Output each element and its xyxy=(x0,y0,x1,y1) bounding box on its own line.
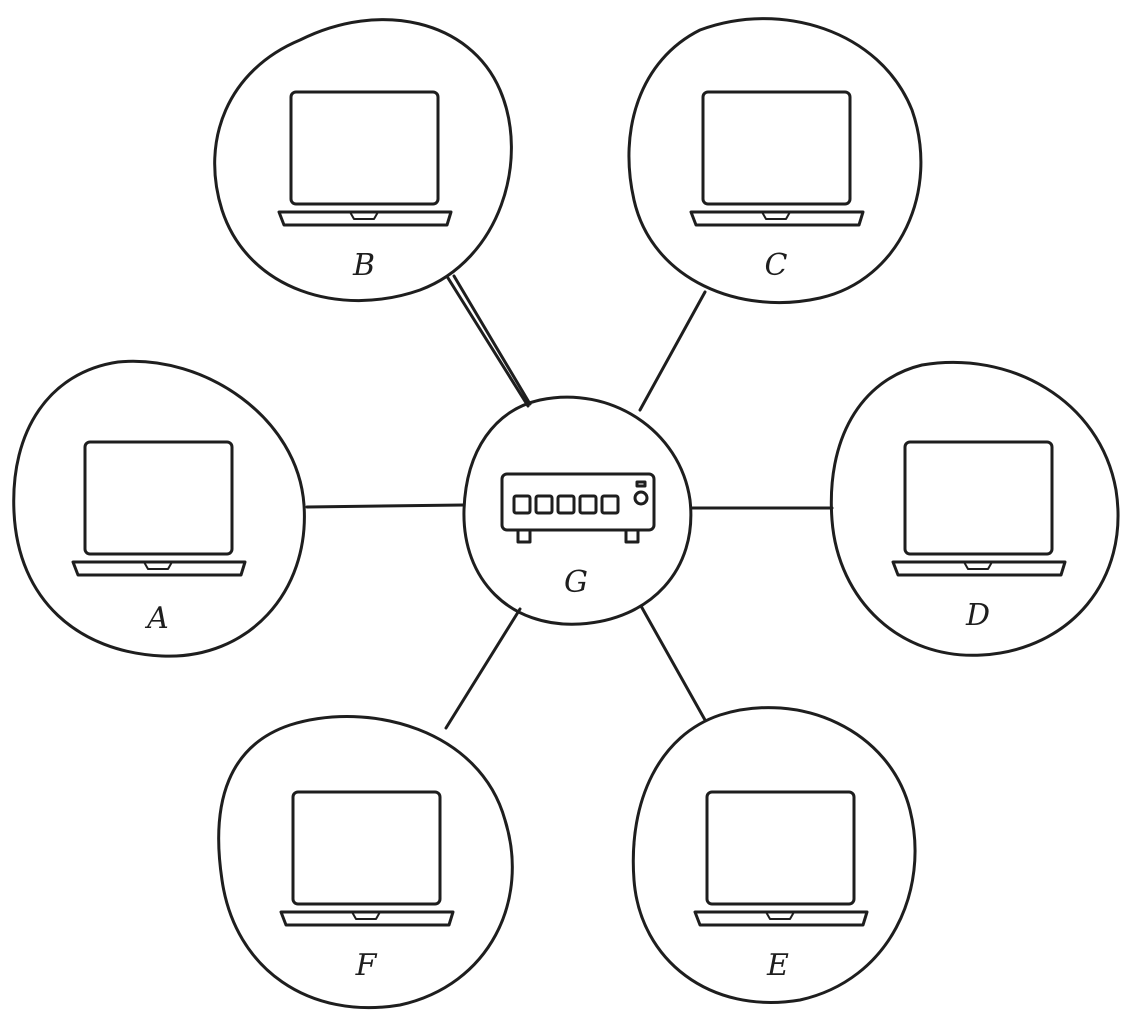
node-circle xyxy=(217,715,514,1010)
laptop-icon xyxy=(71,440,247,577)
node-d[interactable]: D xyxy=(829,360,1120,657)
node-circle xyxy=(213,18,513,303)
node-circle xyxy=(829,360,1120,657)
edge-g-b xyxy=(446,274,532,408)
edge-g-a xyxy=(305,503,466,509)
laptop-icon xyxy=(689,90,865,227)
network-switch-icon xyxy=(500,472,656,544)
node-a[interactable]: A xyxy=(12,359,306,658)
node-label: C xyxy=(765,248,788,283)
laptop-icon xyxy=(279,790,455,927)
node-c[interactable]: C xyxy=(627,17,923,305)
node-f[interactable]: F xyxy=(217,715,514,1010)
node-circle xyxy=(627,17,923,305)
hub-circle xyxy=(462,395,693,626)
node-b[interactable]: B xyxy=(213,18,513,303)
edge-g-f xyxy=(444,607,522,730)
laptop-icon xyxy=(277,90,453,227)
node-circle xyxy=(12,359,306,658)
laptop-icon xyxy=(693,790,869,927)
edge-g-e xyxy=(639,604,707,722)
laptop-icon xyxy=(891,440,1067,577)
node-circle xyxy=(631,706,917,1004)
node-label: F xyxy=(355,948,378,983)
node-label: A xyxy=(144,601,169,636)
hub-g[interactable]: G xyxy=(462,395,693,626)
node-label: D xyxy=(965,598,990,633)
node-label: B xyxy=(352,248,375,283)
node-label: E xyxy=(766,948,789,983)
hub-label: G xyxy=(564,565,588,600)
node-e[interactable]: E xyxy=(631,706,917,1004)
edge-g-c xyxy=(638,290,707,412)
edges xyxy=(305,274,834,730)
